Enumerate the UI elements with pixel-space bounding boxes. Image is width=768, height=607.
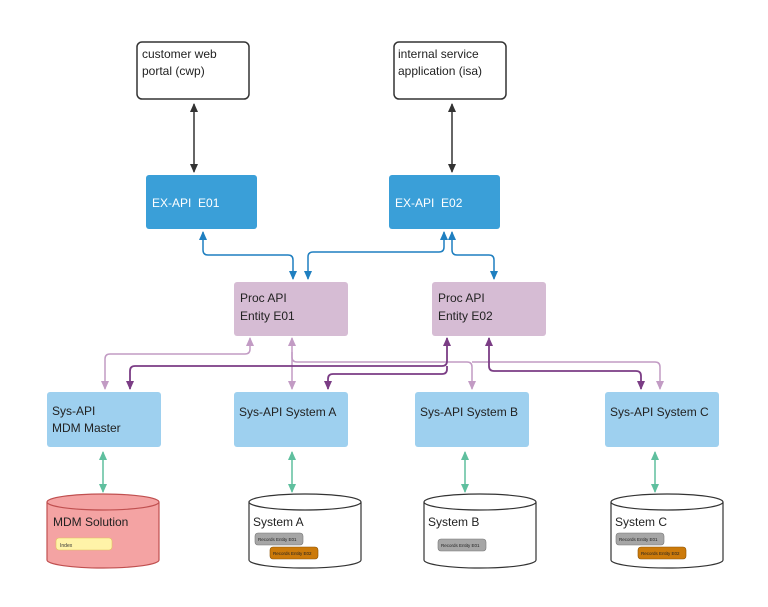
db-b-record-e01 [437, 538, 487, 552]
db-a-label: System A [253, 515, 304, 529]
edge-proc-e02-sys-c [485, 337, 645, 390]
edge-proc-e01-sys-b [291, 352, 476, 390]
cwp-line2: portal (cwp) [142, 64, 205, 78]
sys-b-label: Sys-API System B [420, 405, 518, 419]
isa-line1: internal service [398, 47, 479, 61]
node-proc-api-e02: Proc API Entity E02 [432, 282, 546, 336]
db-c-record-e02-label: Records Entity E02 [641, 551, 680, 556]
ex-e02-label: EX-API E02 [395, 196, 463, 210]
db-system-b: System B Records Entity E01 [423, 493, 537, 569]
edge-proc-e01-sys-c [472, 361, 664, 390]
node-proc-api-e01: Proc API Entity E01 [234, 282, 348, 336]
node-ex-api-e01: EX-API E01 [146, 175, 257, 229]
db-c-record-e01-label: Records Entity E01 [619, 537, 658, 542]
node-sys-api-system-a: Sys-API System A [234, 392, 348, 447]
ex-e01-label: EX-API E01 [152, 196, 220, 210]
proc-e01-line1: Proc API [240, 291, 287, 305]
db-mdm-record-index-label: Index [60, 543, 73, 549]
db-mdm-label: MDM Solution [53, 515, 128, 529]
edge-proc-e01-sys-mdm [101, 337, 254, 390]
node-sys-api-system-b: Sys-API System B [415, 392, 529, 447]
db-c-label: System C [615, 515, 667, 529]
db-mdm-record-index [55, 537, 113, 551]
node-sys-api-system-c: Sys-API System C [605, 392, 719, 447]
proc-e01-line2: Entity E01 [240, 309, 295, 323]
edge-ex-e02-proc-e01 [304, 231, 448, 280]
edge-ex-e01-proc-e01 [199, 231, 297, 280]
sys-a-label: Sys-API System A [239, 405, 336, 419]
node-ex-api-e02: EX-API E02 [389, 175, 500, 229]
db-b-record-e01-label: Records Entity E01 [441, 543, 480, 548]
db-c-record-e02 [637, 546, 687, 560]
cwp-line1: customer web [142, 47, 217, 61]
edge-proc-e02-sys-mdm [126, 337, 451, 390]
db-b-label: System B [428, 515, 479, 529]
node-sys-api-mdm-master: Sys-API MDM Master [47, 392, 161, 447]
db-a-record-e01 [254, 532, 304, 546]
edge-proc-e02-sys-a [324, 366, 448, 390]
db-system-c: System C Records Entity E01 Records Enti… [610, 493, 724, 569]
db-a-record-e01-label: Records Entity E01 [258, 537, 297, 542]
edge-ex-e02-proc-e02 [448, 231, 498, 280]
db-c-record-e01 [615, 532, 665, 546]
db-mdm-solution: MDM Solution Index [46, 493, 160, 569]
proc-e02-line2: Entity E02 [438, 309, 493, 323]
db-a-record-e02-label: Records Entity E02 [273, 551, 312, 556]
db-a-record-e02 [269, 546, 319, 560]
sys-c-label: Sys-API System C [610, 405, 709, 419]
node-internal-service-application: internal service application (isa) [393, 41, 507, 100]
db-system-a: System A Records Entity E01 Records Enti… [248, 493, 362, 569]
proc-e02-line1: Proc API [438, 291, 485, 305]
sys-mdm-line1: Sys-API [52, 404, 95, 418]
node-customer-web-portal: customer web portal (cwp) [136, 41, 250, 100]
sys-mdm-line2: MDM Master [52, 421, 121, 435]
isa-line2: application (isa) [398, 64, 482, 78]
